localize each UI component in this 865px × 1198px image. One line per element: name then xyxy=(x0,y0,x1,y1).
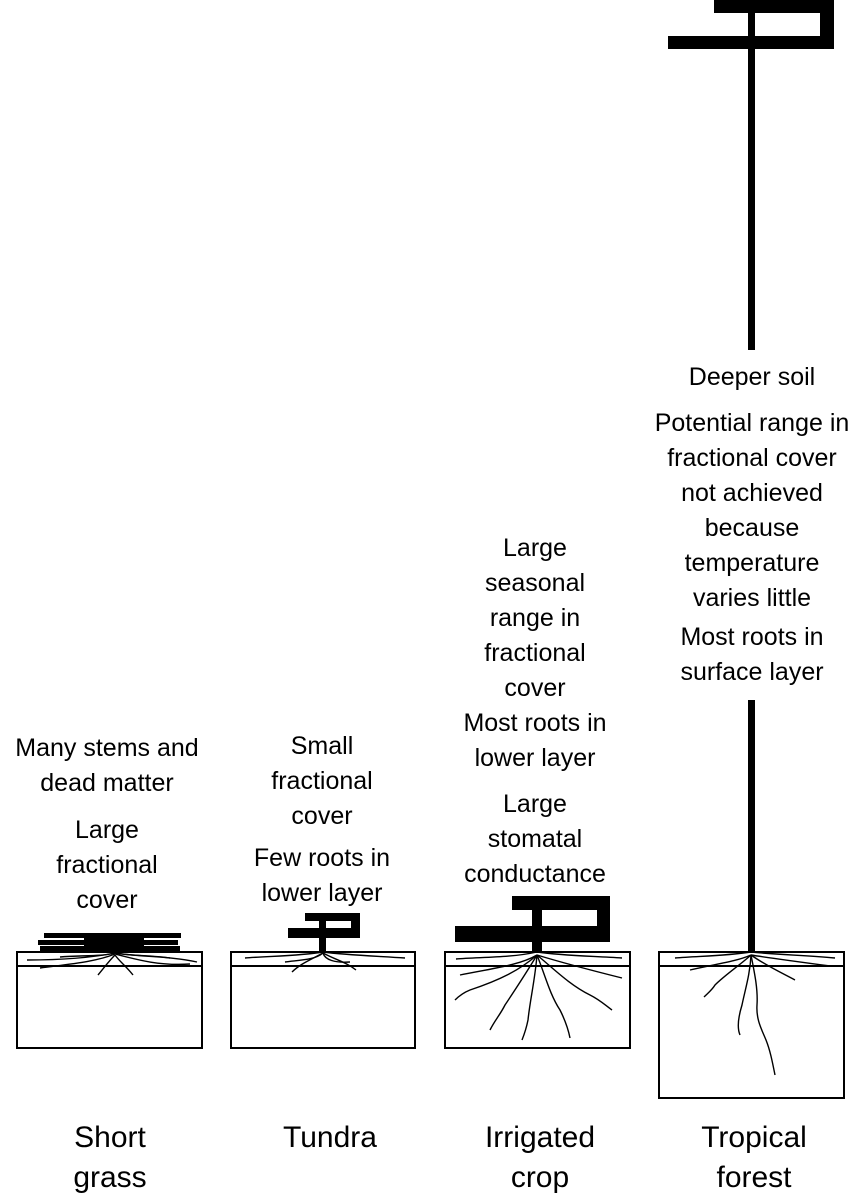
tropical-forest-trunk xyxy=(748,700,755,952)
tropical-forest-soil-box xyxy=(658,951,845,1099)
irrigated-crop-soil-box xyxy=(444,951,631,1049)
tundra-roots xyxy=(244,951,406,973)
note-line: fractional xyxy=(56,851,158,879)
note-line: varies little xyxy=(692,584,812,612)
tropical-forest-note-roots: Most roots in surface layer xyxy=(642,620,862,690)
note-line: Large xyxy=(503,534,567,562)
caption-line: Tundra xyxy=(283,1121,377,1154)
irrigated-crop-plant xyxy=(455,896,610,952)
irrigated-crop-caption: Irrigated crop xyxy=(450,1118,630,1198)
note-line: Small xyxy=(290,732,354,760)
tropical-forest-caption: Tropical forest xyxy=(664,1118,844,1198)
caption-line: forest xyxy=(716,1161,792,1194)
note-line: Most roots in xyxy=(680,623,824,651)
irrigated-crop-note-roots: Most roots in lower layer xyxy=(435,706,635,776)
note-line: fractional xyxy=(484,639,586,667)
tundra-note-cover: Small fractional cover xyxy=(222,729,422,834)
short-grass-diagram xyxy=(16,933,203,1049)
note-line: Potential range in xyxy=(654,409,850,437)
note-line: range in xyxy=(489,604,581,632)
note-line: fractional cover xyxy=(667,444,837,472)
note-line: cover xyxy=(291,802,353,830)
note-line: lower layer xyxy=(474,744,596,772)
caption-line: Short xyxy=(74,1121,146,1154)
tundra-caption: Tundra xyxy=(240,1118,420,1158)
note-line: Large xyxy=(503,790,567,818)
caption-line: Tropical xyxy=(701,1121,807,1154)
note-line: Many stems and xyxy=(15,734,199,762)
tundra-note-roots: Few roots in lower layer xyxy=(222,841,422,911)
note-line: Few roots in xyxy=(253,844,391,872)
short-grass-note-cover: Large fractional cover xyxy=(0,813,214,918)
tundra-diagram xyxy=(230,913,416,1049)
tropical-forest-note-soil: Deeper soil xyxy=(642,360,862,395)
note-line: stomatal xyxy=(487,825,583,853)
irrigated-crop-note-seasonal: Large seasonal range in fractional cover xyxy=(435,531,635,706)
tropical-forest-crown xyxy=(668,0,834,350)
short-grass-note-stems: Many stems and dead matter xyxy=(0,731,214,801)
tundra-soil-box xyxy=(230,951,416,1049)
note-line: seasonal xyxy=(484,569,586,597)
short-grass-canopy xyxy=(38,933,181,953)
short-grass-soil-box xyxy=(16,951,203,1049)
short-grass-caption: Short grass xyxy=(20,1118,200,1198)
note-line: Deeper soil xyxy=(688,363,816,391)
note-line: cover xyxy=(504,674,566,702)
caption-line: crop xyxy=(510,1161,570,1194)
note-line: Large xyxy=(75,816,139,844)
tropical-forest-roots xyxy=(674,951,836,1076)
irrigated-crop-note-stomatal: Large stomatal conductance xyxy=(435,787,635,892)
irrigated-crop-diagram xyxy=(444,896,631,1049)
short-grass-roots xyxy=(26,952,198,976)
note-line: dead matter xyxy=(40,769,174,797)
note-line: surface layer xyxy=(680,658,824,686)
note-line: not achieved xyxy=(681,479,823,507)
caption-line: Irrigated xyxy=(484,1121,596,1154)
note-line: because xyxy=(704,514,800,542)
caption-line: grass xyxy=(73,1161,147,1194)
irrigated-crop-roots xyxy=(454,951,623,1041)
note-line: fractional xyxy=(271,767,373,795)
note-line: temperature xyxy=(684,549,820,577)
tropical-forest-diagram xyxy=(658,0,845,1099)
note-line: conductance xyxy=(464,860,606,888)
tropical-forest-note-potential: Potential range in fractional cover not … xyxy=(642,406,862,616)
tundra-plant xyxy=(288,913,360,952)
note-line: Most roots in xyxy=(463,709,607,737)
note-line: lower layer xyxy=(261,879,383,907)
note-line: cover xyxy=(76,886,138,914)
